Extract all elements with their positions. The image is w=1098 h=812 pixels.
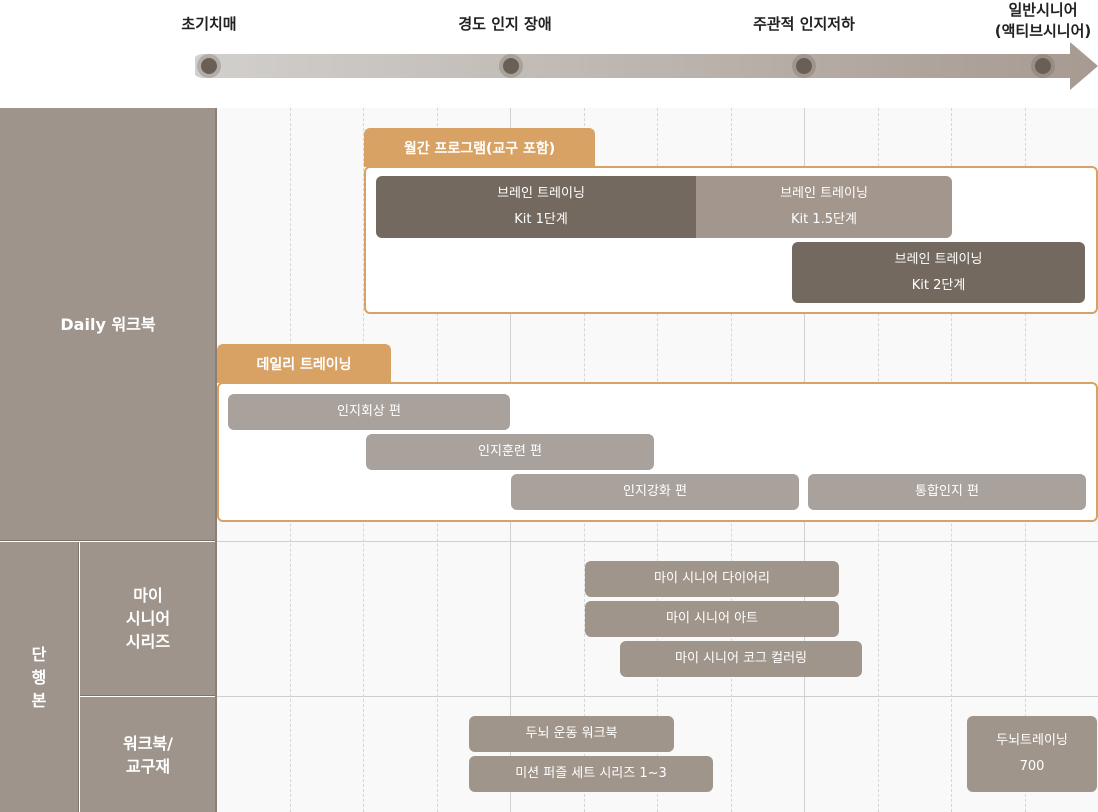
- brain700-number: 700: [1019, 759, 1045, 774]
- brain-training-kit-2: 브레인 트레이닝 Kit 2단계: [792, 242, 1085, 303]
- section-daily-workbook: Daily 워크북: [0, 108, 216, 541]
- section-standalone: 단 행 본: [0, 542, 79, 812]
- monthly-program-tab: 월간 프로그램(교구 포함): [364, 128, 595, 167]
- cognitive-enhancement-edition: 인지강화 편: [511, 474, 799, 510]
- brain-training-kit-1-5: 브레인 트레이닝 Kit 1.5단계: [696, 176, 952, 238]
- brain-exercise-workbook: 두뇌 운동 워크북: [469, 716, 674, 752]
- timeline-dot-mci: [503, 58, 519, 74]
- stage-general-senior: 일반시니어: [1008, 1, 1078, 19]
- timeline-dot-early-dementia: [201, 58, 217, 74]
- cognitive-training-edition: 인지훈련 편: [366, 434, 654, 470]
- my-senior-art: 마이 시니어 아트: [585, 601, 839, 637]
- mission-puzzle-set-series: 미션 퍼즐 세트 시리즈 1~3: [469, 756, 713, 792]
- daily-training-tab: 데일리 트레이닝: [217, 344, 391, 383]
- kit1-level: Kit 1단계: [514, 212, 568, 227]
- timeline-dot-scd: [796, 58, 812, 74]
- stage-scd: 주관적 인지저하: [753, 15, 855, 33]
- my-senior-cog-coloring: 마이 시니어 코그 컬러링: [620, 641, 862, 677]
- kit2-title: 브레인 트레이닝: [894, 251, 983, 267]
- brain-training-700: 두뇌트레이닝 700: [967, 716, 1097, 792]
- section-workbook-tools: 워크북/ 교구재: [80, 697, 216, 812]
- kit2-level: Kit 2단계: [911, 277, 966, 293]
- brain700-title: 두뇌트레이닝: [996, 733, 1068, 748]
- stage-active-senior: (액티브시니어): [994, 22, 1092, 40]
- my-senior-diary: 마이 시니어 다이어리: [585, 561, 839, 597]
- integrated-cognition-edition: 통합인지 편: [808, 474, 1086, 510]
- kit1-title: 브레인 트레이닝: [497, 186, 585, 201]
- stage-mci: 경도 인지 장애: [458, 15, 552, 33]
- timeline-dot-general-senior: [1035, 58, 1051, 74]
- kit15-title: 브레인 트레이닝: [780, 186, 868, 201]
- section-my-senior-series: 마이 시니어 시리즈: [80, 542, 216, 696]
- kit15-level: Kit 1.5단계: [791, 212, 857, 227]
- brain-training-kit-1: 브레인 트레이닝 Kit 1단계: [376, 176, 706, 238]
- cognitive-recall-edition: 인지회상 편: [228, 394, 510, 430]
- timeline-arrow: [195, 42, 1098, 90]
- stage-early-dementia: 초기치매: [181, 15, 237, 33]
